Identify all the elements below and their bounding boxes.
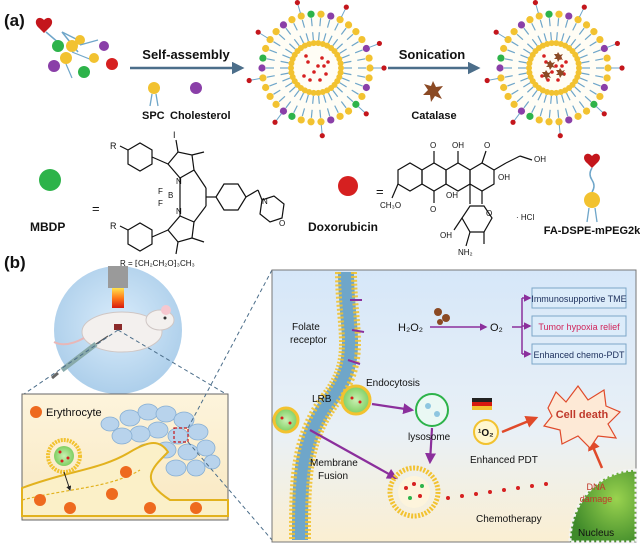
lysosome-label: lysosome: [408, 432, 451, 443]
mbdp-o-morph: O: [279, 219, 285, 228]
doxorubicin-structure: [391, 150, 533, 247]
mouse-tail: [53, 337, 85, 346]
catalase-icon: [423, 81, 443, 102]
dox-o-ring: O: [486, 209, 492, 218]
dox-legend-dot: [338, 176, 358, 196]
liposome-loaded: [484, 0, 625, 139]
mbdp-n-plus: N: [176, 207, 182, 216]
folate-receptor-label-2: receptor: [290, 335, 327, 346]
dox-oh-right: OH: [534, 155, 546, 164]
dox-oh-sugar: OH: [440, 231, 452, 240]
mbdp-boron: B: [168, 191, 173, 200]
chemotherapy-label: Chemotherapy: [476, 514, 542, 525]
panel-b-label: (b): [4, 253, 26, 272]
panel-a-label: (a): [4, 11, 25, 30]
mouse-ear: [161, 305, 171, 315]
dox-o-top1: O: [430, 141, 436, 150]
mbdp-dot: [52, 40, 64, 52]
mbdp-iodine: I: [173, 130, 176, 140]
erythrocyte-legend-dot: [30, 406, 42, 418]
dox-hcl: · HCl: [516, 213, 534, 222]
dox-o-top2: O: [484, 141, 490, 150]
folate-heart-icon: [35, 17, 53, 33]
mbdp-f1: F: [158, 187, 163, 196]
singlet-oxygen-label: ¹O₂: [478, 428, 494, 439]
dox-oh-side: OH: [498, 173, 510, 182]
laser-beam: [112, 288, 124, 308]
dna-damage-label-2: damage: [580, 494, 613, 504]
spc-legend-icon: [148, 82, 160, 107]
fa-dspe-peg-label: FA-DSPE-mPEG2k: [544, 225, 640, 237]
laser-device: [108, 266, 128, 288]
o2-label: O₂: [490, 322, 503, 334]
mbdp-label: MBDP: [30, 220, 65, 234]
cell-death-label: Cell death: [556, 409, 609, 421]
mbdp-n-minus: N: [176, 177, 182, 186]
dna-damage-label-1: DNA: [586, 482, 605, 492]
component-cluster: [35, 17, 118, 79]
dox-och3: CH₃O: [380, 201, 401, 210]
cholesterol-dot: [48, 60, 60, 72]
dox-equals: =: [376, 184, 384, 199]
dox-dot: [106, 58, 118, 70]
mbdp-r-top: R: [110, 141, 117, 151]
erythrocyte-label: Erythrocyte: [46, 407, 102, 419]
sonication-label: Sonication: [399, 47, 466, 62]
cholesterol-legend-dot: [190, 82, 202, 94]
zoom-line: [187, 441, 273, 541]
tumor-hypoxia-relief-box: Tumor hypoxia relief: [538, 322, 620, 332]
fa-dspe-peg-icon: [584, 153, 600, 223]
liposome-empty: [246, 0, 387, 139]
syringe-icon: [51, 335, 109, 380]
zoom-line: [187, 269, 273, 429]
dox-oh-bot: OH: [446, 191, 458, 200]
dox-o-bot: O: [430, 205, 436, 214]
spc-head: [66, 40, 78, 52]
lrb-label: LRB: [312, 394, 332, 405]
zoom-line: [23, 329, 119, 395]
catalase-label: Catalase: [411, 110, 456, 122]
tumor-inset: [21, 393, 229, 521]
endocytosis-label: Endocytosis: [366, 378, 420, 389]
folate-receptor-label-1: Folate: [292, 322, 320, 333]
mbdp-n-morph: N: [262, 197, 268, 206]
folate-heart-icon: [584, 153, 600, 168]
membrane-fusion-label-1: Membrane: [310, 458, 358, 469]
mbdp-legend-dot: [39, 169, 61, 191]
enhanced-pdt-label: Enhanced PDT: [470, 455, 538, 466]
membrane-fusion-label-2: Fusion: [318, 471, 348, 482]
immunosupportive-tme-box: Immunosupportive TME: [531, 294, 626, 304]
enhanced-chemo-pdt-box: Enhanced chemo-PDT: [533, 350, 625, 360]
mouse-head: [145, 309, 175, 331]
mbdp-r-bottom: R: [110, 221, 117, 231]
mbdp-r-definition: R = ⁅CH₂CH₂O⁆₃CH₃: [120, 259, 195, 268]
mbdp-f2: F: [158, 199, 163, 208]
spc-head: [60, 52, 72, 64]
doxorubicin-label: Doxorubicin: [308, 220, 378, 234]
spc-label: SPC: [142, 110, 165, 122]
nucleus-label: Nucleus: [578, 528, 614, 539]
mbdp-structure: [119, 139, 285, 255]
dox-nh2: NH₂: [458, 248, 473, 257]
mbdp-equals: =: [92, 201, 100, 216]
dox-oh-top: OH: [452, 141, 464, 150]
self-assembly-label: Self-assembly: [142, 47, 230, 62]
h2o2-label: H₂O₂: [398, 322, 423, 334]
cholesterol-label: Cholesterol: [170, 110, 231, 122]
cellular-mechanism-panel: [271, 269, 638, 544]
